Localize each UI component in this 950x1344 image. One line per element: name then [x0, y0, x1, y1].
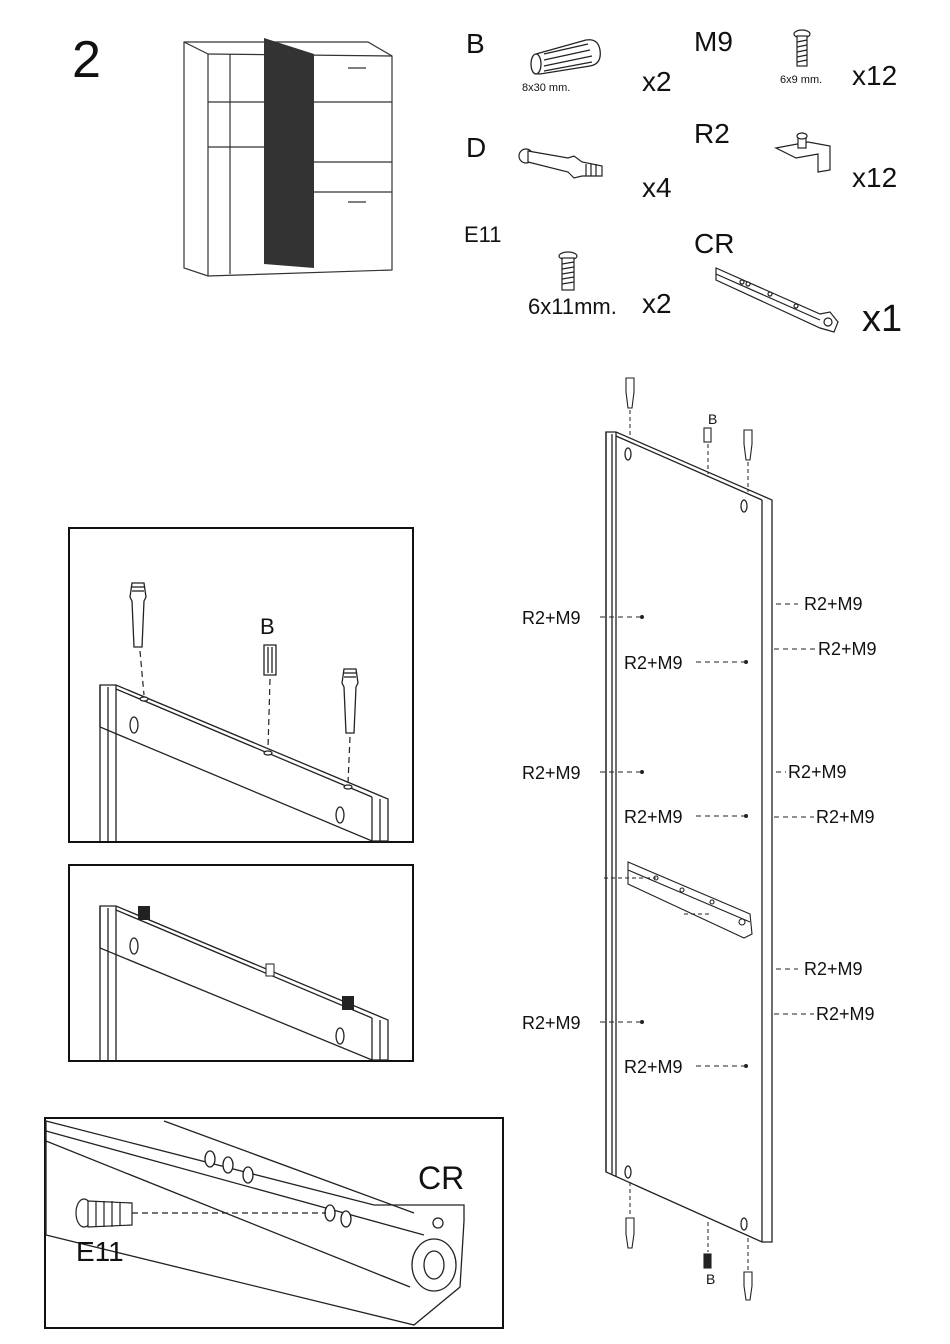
- part-size-m9: 6x9 mm.: [780, 74, 822, 86]
- label-r2m9-l3: R2+M9: [522, 1013, 581, 1033]
- detail-label-cr: CR: [418, 1160, 464, 1197]
- side-panel-highlight: [264, 38, 314, 268]
- label-r2m9-r1: R2+M9: [804, 594, 863, 614]
- dowel-icon: [528, 32, 604, 78]
- label-r2m9-r3: R2+M9: [788, 762, 847, 782]
- detail-box-runner: [44, 1117, 504, 1329]
- part-qty-r2: x12: [852, 162, 897, 194]
- label-r2m9-r2: R2+M9: [818, 639, 877, 659]
- part-qty-b: x2: [642, 66, 672, 98]
- detail-box-inserted: [68, 864, 414, 1062]
- bolt-inserted-left: [138, 906, 150, 920]
- screw-e11-icon: [554, 250, 582, 292]
- part-code-m9: M9: [694, 26, 733, 58]
- connector-bolt-icon: [516, 142, 608, 184]
- dowel-inserted: [266, 964, 274, 976]
- label-r2m9-r4: R2+M9: [816, 807, 875, 827]
- part-qty-d: x4: [642, 172, 672, 204]
- detail-label-b: B: [260, 614, 275, 640]
- label-r2m9-l1: R2+M9: [522, 608, 581, 628]
- cabinet-overview: [178, 32, 398, 282]
- drawer-runner-icon: [712, 262, 842, 342]
- side-panel-diagram: B B R2+M9 R2+M9 R2+M9 R2+M9 R2+M9 R2+M9 …: [516, 372, 936, 1304]
- detail-box-insert: [68, 527, 414, 843]
- shelf-support-icon: [772, 132, 836, 176]
- bolt-inserted-right: [342, 996, 354, 1010]
- part-qty-e11: x2: [642, 288, 672, 320]
- label-r2m9-c1: R2+M9: [624, 653, 683, 673]
- part-code-cr: CR: [694, 228, 734, 260]
- panel-label-b-bottom: B: [706, 1271, 715, 1287]
- label-r2m9-l2: R2+M9: [522, 763, 581, 783]
- screw-m9-icon: [790, 28, 814, 70]
- part-size-b: 8x30 mm.: [522, 82, 570, 94]
- label-r2m9-c3: R2+M9: [624, 1057, 683, 1077]
- part-size-e11: 6x11mm.: [528, 294, 617, 320]
- detail-label-e11: E11: [76, 1236, 124, 1268]
- label-r2m9-c2: R2+M9: [624, 807, 683, 827]
- part-qty-m9: x12: [852, 60, 897, 92]
- panel-label-b-top: B: [708, 411, 717, 427]
- label-r2m9-r5: R2+M9: [804, 959, 863, 979]
- part-qty-cr: x1: [862, 298, 902, 341]
- label-r2m9-r6: R2+M9: [816, 1004, 875, 1024]
- part-code-b: B: [466, 28, 485, 60]
- step-number: 2: [72, 30, 101, 90]
- part-code-d: D: [466, 132, 486, 164]
- part-code-r2: R2: [694, 118, 730, 150]
- part-code-e11: E11: [464, 222, 502, 248]
